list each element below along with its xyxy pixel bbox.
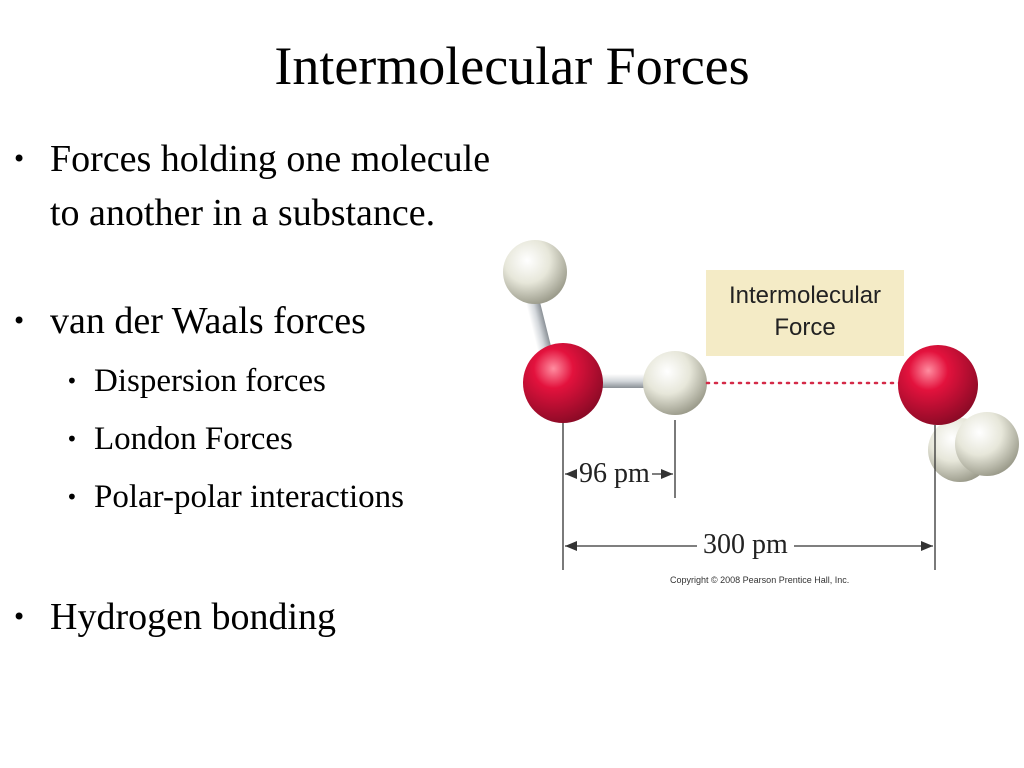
bullet-item: Forces holding one molecule to another i…	[12, 132, 502, 240]
bullet-item: van der Waals forces Dispersion forces L…	[12, 294, 502, 526]
hydrogen-atom	[955, 412, 1019, 476]
distance-label: 300 pm	[697, 529, 794, 561]
oxygen-atom	[898, 345, 978, 425]
oxygen-atom	[523, 343, 603, 423]
sub-bullet-text: Dispersion forces	[94, 363, 326, 399]
bullet-list: Forces holding one molecule to another i…	[12, 132, 502, 644]
bullet-text: Forces holding one molecule to another i…	[50, 138, 491, 234]
oh-bond	[595, 374, 655, 388]
bullet-text: Hydrogen bonding	[50, 596, 337, 638]
sub-bullet-list: Dispersion forces London Forces Polar-po…	[66, 352, 502, 526]
bullet-text: van der Waals forces	[50, 300, 366, 342]
slide-title: Intermolecular Forces	[274, 36, 750, 96]
bond-length-label: 96 pm	[577, 458, 652, 490]
sub-bullet-item: London Forces	[66, 410, 502, 468]
bullet-item: Hydrogen bonding	[12, 590, 502, 644]
sub-bullet-item: Polar-polar interactions	[66, 468, 502, 526]
copyright-notice: Copyright © 2008 Pearson Prentice Hall, …	[670, 575, 850, 585]
hydrogen-atom	[643, 351, 707, 415]
dimension-arrowheads	[565, 469, 933, 551]
water-molecules-figure: Intermolecular Force 96 pm 300 pm Copyri…	[495, 228, 1024, 598]
sub-bullet-item: Dispersion forces	[66, 352, 502, 410]
sub-bullet-text: London Forces	[94, 421, 293, 457]
intermolecular-force-label: Intermolecular Force	[706, 270, 904, 356]
molecule-diagram	[503, 240, 1019, 570]
sub-bullet-text: Polar-polar interactions	[94, 479, 404, 515]
hydrogen-atom	[503, 240, 567, 304]
